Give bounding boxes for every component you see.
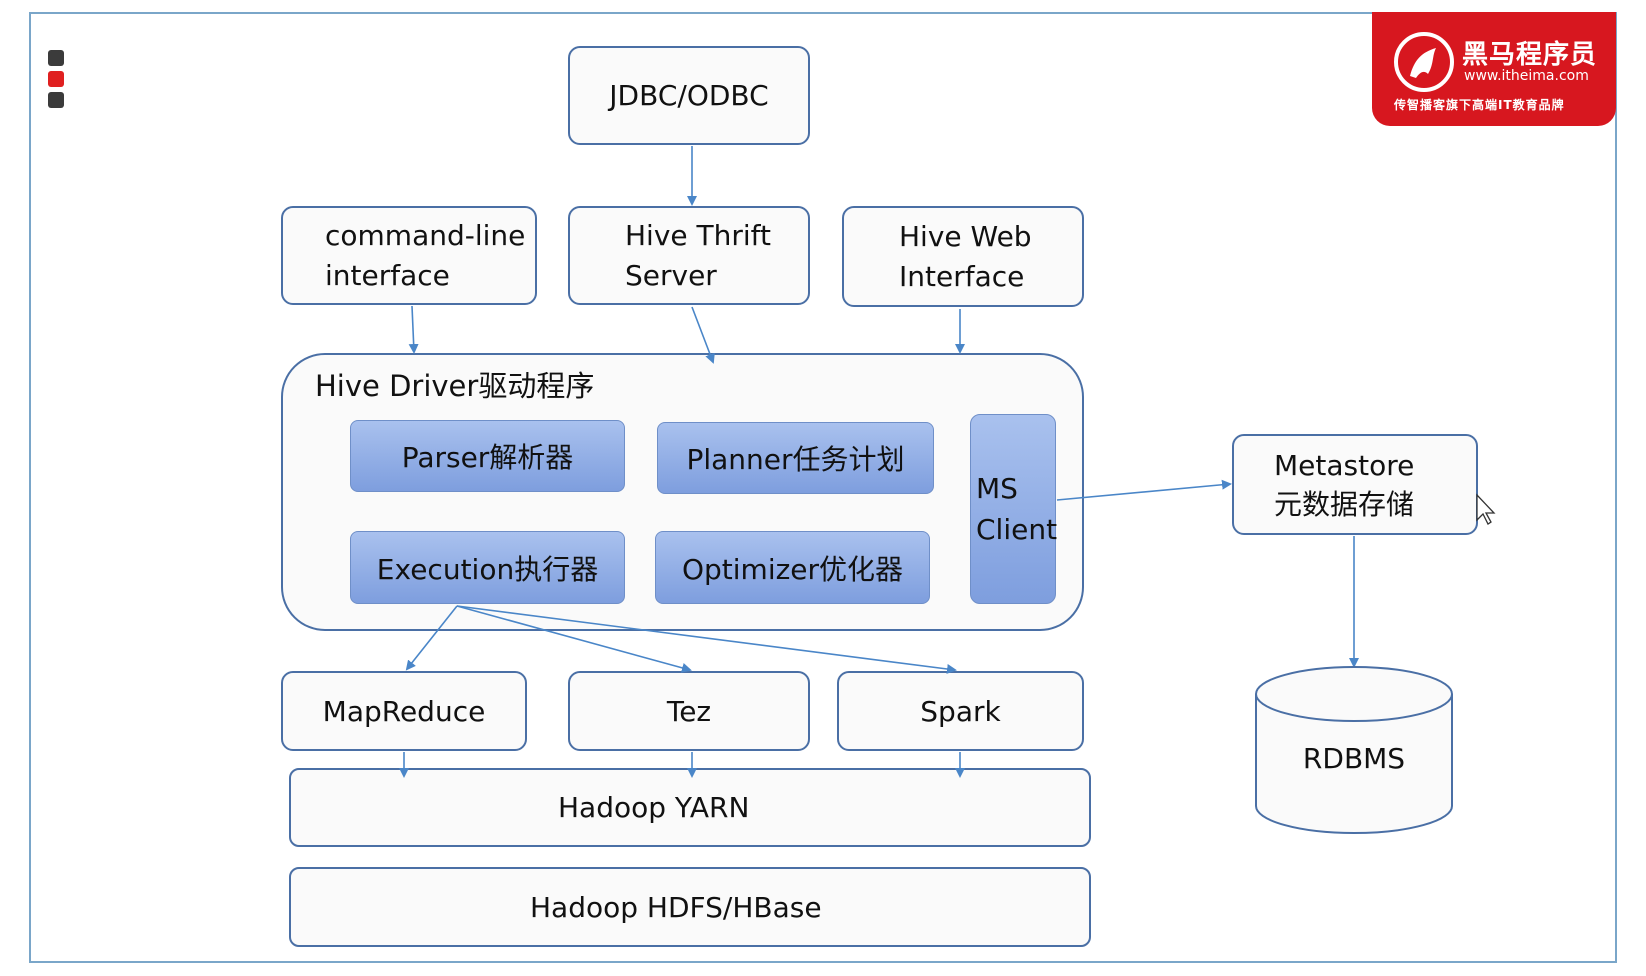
arrow-exec-to-mapreduce xyxy=(405,605,458,671)
horse-logo-icon xyxy=(1394,32,1454,92)
planner-component: Planner任务计划 xyxy=(657,422,934,494)
mapreduce-box: MapReduce xyxy=(281,671,527,751)
arrow-thrift-to-driver xyxy=(691,306,715,364)
itheima-logo: 黑马程序员 www.itheima.com 传智播客旗下高端IT教育品牌 xyxy=(1372,12,1616,126)
thrift-label-line1: Hive Thrift xyxy=(625,218,772,252)
arrow-cli-to-driver xyxy=(408,305,419,354)
hadoop-yarn-box: Hadoop YARN xyxy=(289,768,1091,847)
ms-client-line1: MS xyxy=(976,472,1018,505)
spark-box: Spark xyxy=(837,671,1084,751)
thrift-label-line2: Server xyxy=(625,258,717,292)
logo-slogan: 传智播客旗下高端IT教育品牌 xyxy=(1394,98,1565,112)
slide-frame xyxy=(29,12,1617,963)
planner-label: Planner任务计划 xyxy=(686,443,905,476)
cli-label-line1: command-line xyxy=(325,218,526,252)
cli-label-line2: interface xyxy=(325,258,450,292)
web-label-line2: Interface xyxy=(899,259,1025,293)
arrow-exec-to-spark xyxy=(456,605,957,674)
mapreduce-label: MapReduce xyxy=(322,694,486,728)
metastore-label-line2: 元数据存储 xyxy=(1274,487,1415,521)
arrow-exec-to-tez xyxy=(456,605,692,673)
hadoop-hdfs-label: Hadoop HDFS/HBase xyxy=(530,890,822,924)
thrift-server-box: Hive Thrift Server xyxy=(568,206,810,305)
optimizer-label: Optimizer优化器 xyxy=(681,552,904,586)
jdbc-odbc-box: JDBC/ODBC xyxy=(568,46,810,145)
logo-url: www.itheima.com xyxy=(1464,68,1589,84)
web-label-line1: Hive Web xyxy=(899,219,1032,253)
tez-box: Tez xyxy=(568,671,810,751)
logo-title: 黑马程序员 xyxy=(1462,40,1598,70)
execution-component: Execution执行器 xyxy=(350,531,625,604)
slide-indicator-3[interactable] xyxy=(48,92,64,108)
parser-component: Parser解析器 xyxy=(350,420,625,492)
mouse-cursor-icon xyxy=(1476,493,1496,525)
web-interface-box: Hive Web Interface xyxy=(842,206,1084,307)
hive-driver-title: Hive Driver驱动程序 xyxy=(315,369,595,403)
metastore-label-line1: Metastore xyxy=(1274,448,1415,482)
slide-indicator-2[interactable] xyxy=(48,71,64,87)
parser-label: Parser解析器 xyxy=(401,441,574,474)
cli-box: command-line interface xyxy=(281,206,537,305)
ms-client-line2: Client xyxy=(976,513,1058,546)
arrow-msclient-to-metastore xyxy=(1056,479,1232,501)
rdbms-cylinder xyxy=(1255,666,1453,834)
hadoop-yarn-label: Hadoop YARN xyxy=(558,791,750,824)
optimizer-component: Optimizer优化器 xyxy=(655,531,930,604)
tez-label: Tez xyxy=(666,694,712,728)
ms-client-component: MS Client xyxy=(970,414,1058,604)
metastore-box: Metastore 元数据存储 xyxy=(1232,434,1478,535)
execution-label: Execution执行器 xyxy=(376,552,599,586)
rdbms-label: RDBMS xyxy=(1302,742,1406,775)
slide-indicator-1[interactable] xyxy=(48,50,64,66)
hadoop-hdfs-box: Hadoop HDFS/HBase xyxy=(289,867,1091,947)
jdbc-odbc-label: JDBC/ODBC xyxy=(609,79,769,112)
spark-label: Spark xyxy=(920,694,1001,728)
